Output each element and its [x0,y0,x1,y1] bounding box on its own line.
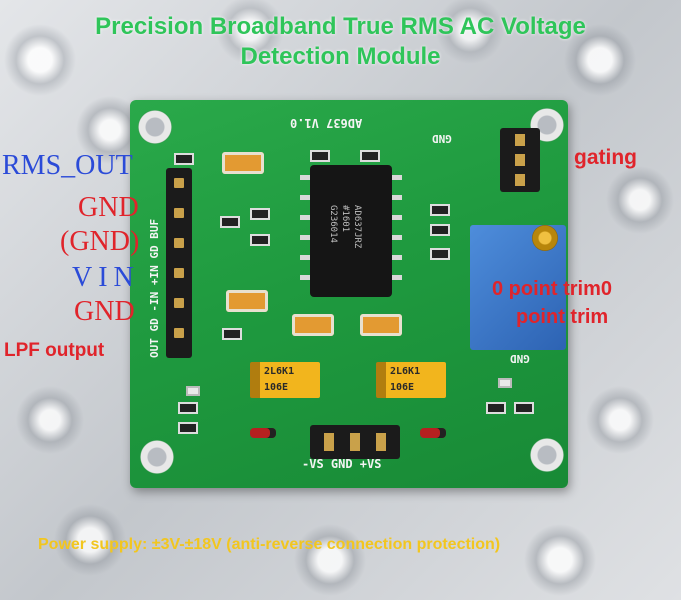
tantalum-capacitor-right: 2L6K1 106E [376,362,446,398]
chip-marking-1: AD637JRZ [352,205,362,249]
tantalum-marking: 2L6K1 [264,366,295,377]
jumper-pin [515,174,525,186]
title-line-1: Precision Broadband True RMS AC Voltage [95,13,586,40]
protection-diode-left [250,428,276,438]
chip-leg [300,235,310,240]
pin-minus-vs [324,433,334,451]
mounting-hole-bottom-right [530,438,564,472]
chip-leg [392,215,402,220]
chip-leg [300,195,310,200]
chip-leg [392,235,402,240]
ceramic-capacitor [222,152,264,174]
pin-gnd [350,433,360,451]
smd-resistor [252,236,268,244]
label-lpf-output: LPF output [4,340,105,361]
label-zero-trim-1: 0 point trim0 [492,278,613,300]
smd-resistor [516,404,532,412]
smd-resistor [312,152,328,160]
smd-resistor [180,424,196,432]
label-gating: gating [574,146,637,169]
label-power-supply: Power supply: ±3V-±18V (anti-reverse con… [38,536,501,553]
pin-out [174,178,184,188]
tantalum-marking: 106E [264,382,289,393]
smd-resistor [180,404,196,412]
chip-leg [392,195,402,200]
pin-gd2 [174,298,184,308]
smd-resistor [176,155,192,163]
label-vin: VIN [72,262,140,293]
smd-resistor [224,330,240,338]
chip-leg [300,215,310,220]
smd-resistor [432,250,448,258]
smd-resistor [432,206,448,214]
chip-marking-2: #1601 [340,205,350,233]
tantalum-marking: 2L6K1 [390,366,421,377]
pin-minus-in [174,238,184,248]
tantalum-marking: 106E [390,382,415,393]
power-pin-header [310,425,400,459]
label-gnd-2: (GND) [60,226,140,257]
smd-resistor [252,210,268,218]
label-rms-out: RMS_OUT [2,150,133,181]
label-gnd-1: GND [78,192,139,223]
led-left [186,386,200,396]
pin-plus-vs [376,433,386,451]
pin-labels-silkscreen: OUT GD -IN +IN GD BUF [148,218,161,358]
mounting-hole-bottom-left [140,440,174,474]
trim-screw [532,225,558,251]
pin-plus-in [174,268,184,278]
chip-leg [300,255,310,260]
smd-resistor [222,218,238,226]
gating-jumper [500,128,540,192]
pin-gd1 [174,208,184,218]
smd-resistor [362,152,378,160]
chip-marking-3: G236014 [328,205,338,243]
pin-buf [174,328,184,338]
protection-diode-right [420,428,446,438]
signal-pin-header [166,168,192,358]
chip-leg [392,175,402,180]
ceramic-capacitor [226,290,268,312]
label-zero-trim-2: point trim [516,306,609,328]
product-title: Precision Broadband True RMS AC Voltage … [0,12,681,72]
smd-resistor [488,404,504,412]
gnd-right-silkscreen: GND [510,352,530,365]
chip-leg [300,175,310,180]
board-model-silkscreen: AD637 V1.0 [290,116,363,130]
gnd-top-silkscreen: GND [432,132,452,145]
jumper-pin [515,154,525,166]
chip-leg [392,255,402,260]
ceramic-capacitor [360,314,402,336]
power-pins-silkscreen: -VS GND +VS [302,457,382,471]
mounting-hole-top-left [138,110,172,144]
title-line-2: Detection Module [240,43,441,70]
jumper-pin [515,134,525,146]
tantalum-capacitor-left: 2L6K1 106E [250,362,320,398]
ad637-chip: AD637JRZ #1601 G236014 [310,165,392,297]
led-right [498,378,512,388]
label-gnd-3: GND [74,296,135,327]
ceramic-capacitor [292,314,334,336]
chip-leg [300,275,310,280]
smd-resistor [432,226,448,234]
chip-leg [392,275,402,280]
